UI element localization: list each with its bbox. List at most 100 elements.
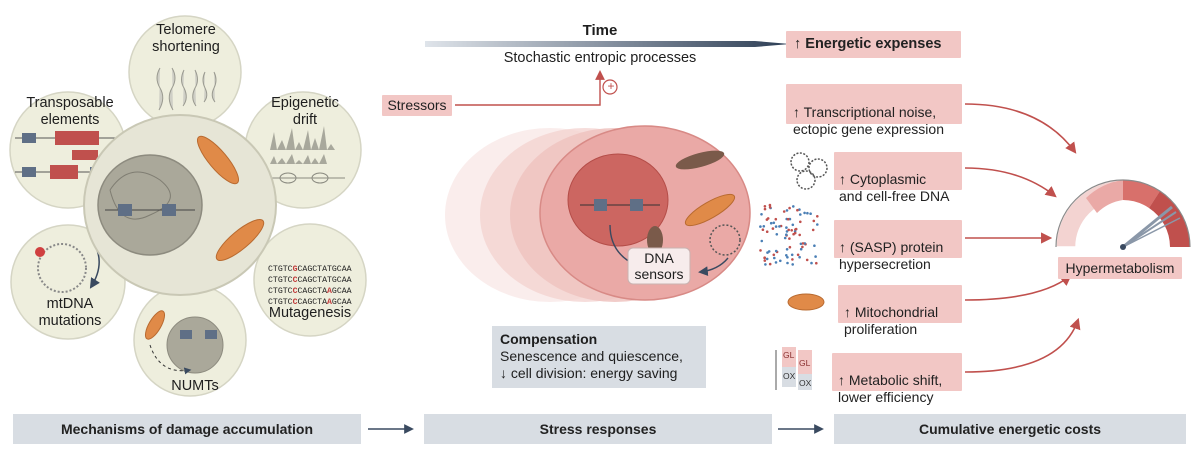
sasp-dot [792, 205, 795, 208]
sasp-dot [762, 225, 766, 228]
sasp-dot [765, 230, 769, 233]
sasp-dot [793, 231, 797, 235]
sasp-dot [799, 247, 803, 251]
stressed-cells [445, 125, 751, 302]
metabolic-label: ↑ Metabolic shift, lower efficiency [838, 372, 943, 405]
sasp-dot [785, 248, 789, 251]
sasp-dot [782, 210, 786, 213]
footer-stress: Stress responses [424, 414, 772, 444]
sasp-dot [783, 236, 787, 240]
mutagenesis-label: Mutagenesis [268, 305, 352, 321]
sasp-dot [805, 258, 809, 262]
dna-line-3: CTGTCCCAGCTAAGCAA [268, 287, 352, 296]
compensation-line-1: Senescence and quiescence, [500, 348, 683, 364]
sasp-dot [760, 239, 764, 243]
stochastic-label: Stochastic entropic processes [503, 50, 697, 66]
central-cell [83, 114, 277, 296]
sasp-dot [788, 237, 791, 240]
gl-label-1: GL [783, 350, 795, 360]
sasp-label: ↑ (SASP) protein hypersecretion [839, 239, 944, 272]
sasp-dot [790, 229, 793, 232]
mutagenesis-petal [253, 223, 367, 337]
numts-label: NUMTs [171, 378, 219, 394]
energetic-expenses-label: ↑ Energetic expenses [794, 36, 942, 52]
stressors-box: Stressors [382, 95, 452, 116]
hypermetabolism-label: Hypermetabolism [1065, 260, 1175, 276]
sasp-dots [759, 203, 819, 266]
sasp-dot [765, 257, 769, 261]
sasp-dot [791, 223, 795, 227]
sasp-dot [799, 213, 802, 216]
gl-label-2: GL [799, 358, 811, 368]
cytoplasmic-box: ↑ Cytoplasmic and cell-free DNA [834, 152, 962, 204]
sasp-dot [785, 233, 788, 236]
sasp-dot [812, 219, 816, 223]
sasp-dot [794, 227, 798, 231]
ox-label-1: OX [783, 371, 796, 381]
sasp-dot [766, 217, 770, 220]
sasp-dot [787, 228, 790, 232]
sasp-dot [785, 230, 789, 233]
sasp-dot [791, 258, 794, 261]
transposable-label: Transposable elements [26, 95, 114, 128]
sasp-dot [803, 242, 807, 245]
footer-mechanisms: Mechanisms of damage accumulation [13, 414, 361, 444]
cfdna-icon [790, 152, 828, 190]
sasp-dot [774, 261, 778, 264]
time-label: Time [582, 22, 618, 39]
ox-label-2: OX [799, 378, 812, 388]
sasp-dot [763, 256, 766, 260]
glox-icon [775, 347, 812, 390]
sasp-dot [799, 242, 803, 246]
sasp-dot [813, 244, 816, 247]
chromosome-icons [156, 67, 217, 111]
cytoplasmic-label: ↑ Cytoplasmic and cell-free DNA [839, 171, 950, 204]
sasp-dot [785, 254, 788, 257]
sasp-dot [816, 223, 819, 226]
stressors-label: Stressors [387, 97, 447, 113]
sasp-dot [816, 215, 819, 218]
sasp-dot [806, 211, 809, 215]
sasp-dot [796, 253, 800, 257]
sasp-dot [768, 205, 772, 209]
compensation-title: Compensation [500, 331, 598, 347]
sasp-dot [759, 249, 762, 252]
sasp-dot [815, 261, 818, 265]
sasp-dot [763, 259, 767, 262]
sasp-dot [786, 261, 789, 265]
sasp-dot [774, 249, 778, 253]
compensation-line-2: ↓ cell division: energy saving [500, 365, 678, 381]
footer-mechanisms-label: Mechanisms of damage accumulation [60, 421, 314, 437]
sasp-dot [775, 233, 779, 236]
sasp-dot [761, 228, 765, 231]
dna-line-1: CTGTCGCAGCTATGCAA [268, 265, 352, 274]
sasp-dot [774, 225, 778, 228]
transcriptional-label: ↑ Transcriptional noise, ectopic gene ex… [793, 104, 944, 137]
epigenetic-label: Epigenetic drift [271, 95, 339, 128]
compensation-text: Compensation Senescence and quiescence, … [500, 331, 705, 382]
mito-label: ↑ Mitochondrial proliferation [844, 304, 939, 337]
sasp-dot [772, 221, 776, 225]
sasp-dot [803, 211, 806, 215]
energetic-expenses-box: ↑ Energetic expenses [786, 31, 961, 58]
time-arrow [425, 41, 790, 47]
metabolic-box: ↑ Metabolic shift, lower efficiency [832, 353, 962, 405]
sasp-dot [788, 206, 791, 210]
sasp-dot [760, 213, 763, 216]
sasp-dot [772, 253, 776, 257]
sasp-dot [798, 233, 801, 237]
mtdna-label: mtDNA mutations [38, 296, 102, 329]
sasp-dot [774, 217, 778, 221]
sasp-dot [791, 263, 794, 266]
sasp-dot [798, 208, 801, 211]
compensation-box [492, 326, 706, 388]
mito-box: ↑ Mitochondrial proliferation [838, 285, 962, 337]
dna-line-2: CTGTCCCAGCTATGCAA [268, 276, 352, 285]
sasp-dot [796, 208, 799, 212]
sasp-dot [764, 263, 767, 266]
sasp-dot [809, 212, 812, 215]
telomere-label: Telomere shortening [152, 22, 220, 55]
sasp-dot [786, 255, 789, 259]
